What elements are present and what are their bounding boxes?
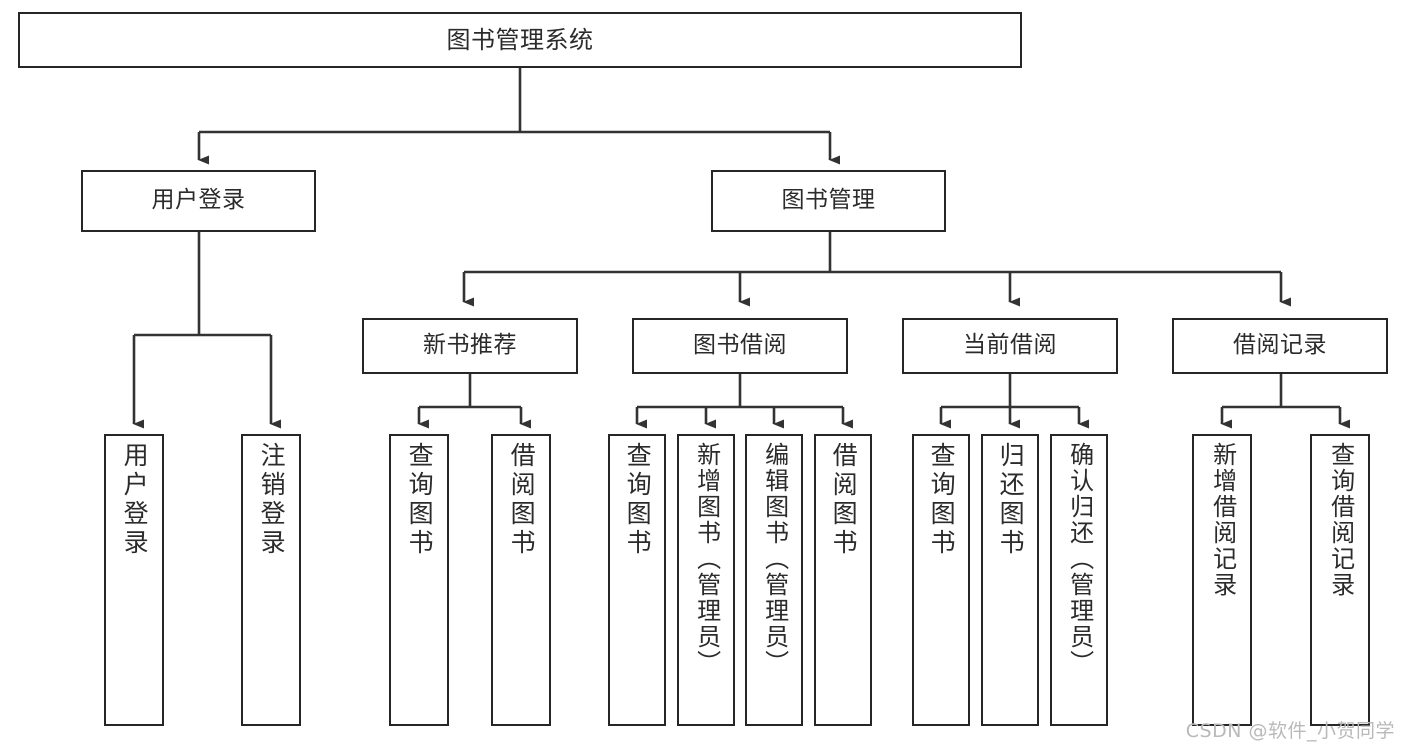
leaf-user-login-login[interactable]: 用户登录 — [104, 434, 164, 726]
leaf-current-borrow-confirm[interactable]: 确认归还（管理员） — [1050, 434, 1108, 726]
leaf-user-login-logout[interactable]: 注销登录 — [241, 434, 301, 726]
leaf-current-borrow-return[interactable]: 归还图书 — [981, 434, 1039, 726]
watermark-text: CSDN @软件_小贺同学 — [1185, 720, 1395, 742]
leaf-user-login-logout-label: 注销登录 — [257, 442, 287, 558]
node-current-borrow[interactable]: 当前借阅 — [902, 318, 1118, 374]
node-book-borrow[interactable]: 图书借阅 — [632, 318, 848, 374]
leaf-book-borrow-edit[interactable]: 编辑图书（管理员） — [745, 434, 803, 726]
leaf-current-borrow-query[interactable]: 查询图书 — [912, 434, 970, 726]
node-root-system[interactable]: 图书管理系统 — [18, 12, 1022, 68]
leaf-borrow-record-add-label: 新增借阅记录 — [1208, 442, 1237, 598]
leaf-book-borrow-query-label: 查询图书 — [623, 442, 653, 558]
node-user-login[interactable]: 用户登录 — [81, 170, 316, 232]
node-current-borrow-label: 当前借阅 — [963, 332, 1057, 359]
leaf-borrow-record-add[interactable]: 新增借阅记录 — [1192, 434, 1252, 726]
leaf-current-borrow-query-label: 查询图书 — [927, 442, 957, 558]
leaf-new-book-borrow-label: 借阅图书 — [507, 442, 537, 558]
node-new-book-recommend[interactable]: 新书推荐 — [362, 318, 578, 374]
leaf-book-borrow-query[interactable]: 查询图书 — [608, 434, 666, 726]
node-borrow-record-label: 借阅记录 — [1233, 332, 1327, 359]
node-root-system-label: 图书管理系统 — [446, 25, 594, 54]
leaf-book-borrow-edit-label: 编辑图书（管理员） — [760, 442, 789, 676]
leaf-book-borrow-borrow[interactable]: 借阅图书 — [814, 434, 872, 726]
leaf-borrow-record-query[interactable]: 查询借阅记录 — [1310, 434, 1370, 726]
leaf-current-borrow-return-label: 归还图书 — [996, 442, 1026, 558]
node-new-book-recommend-label: 新书推荐 — [423, 332, 517, 359]
node-borrow-record[interactable]: 借阅记录 — [1172, 318, 1388, 374]
leaf-book-borrow-add[interactable]: 新增图书（管理员） — [677, 434, 735, 726]
leaf-borrow-record-query-label: 查询借阅记录 — [1326, 442, 1355, 598]
node-book-management-label: 图书管理 — [781, 187, 876, 214]
leaf-user-login-login-label: 用户登录 — [120, 442, 150, 558]
node-user-login-label: 用户登录 — [151, 187, 246, 214]
leaf-book-borrow-add-label: 新增图书（管理员） — [692, 442, 721, 676]
leaf-new-book-query-label: 查询图书 — [405, 442, 435, 558]
leaf-book-borrow-borrow-label: 借阅图书 — [829, 442, 859, 558]
node-book-borrow-label: 图书借阅 — [693, 332, 787, 359]
leaf-new-book-borrow[interactable]: 借阅图书 — [491, 434, 551, 726]
leaf-current-borrow-confirm-label: 确认归还（管理员） — [1065, 442, 1094, 676]
leaf-new-book-query[interactable]: 查询图书 — [389, 434, 449, 726]
node-book-management[interactable]: 图书管理 — [711, 170, 946, 232]
